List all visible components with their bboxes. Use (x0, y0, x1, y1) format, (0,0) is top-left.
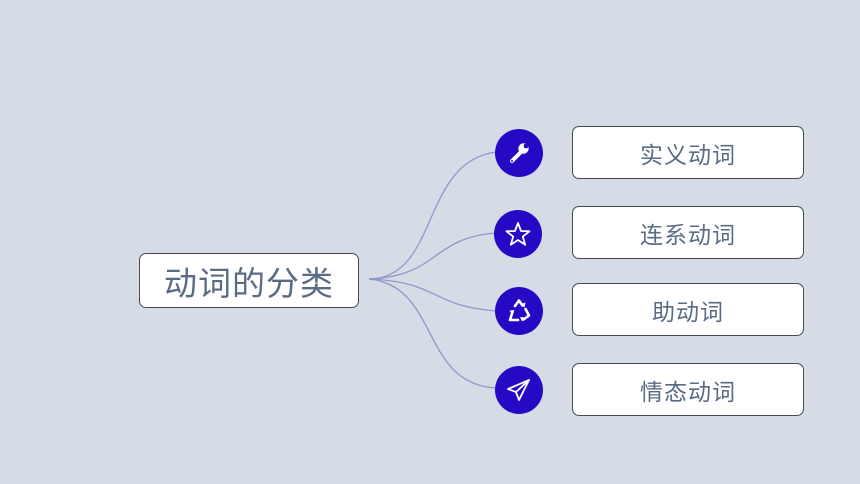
branch-icon-circle-4 (495, 366, 543, 414)
branch-node-3: 助动词 (572, 283, 804, 336)
branch-node-1: 实义动词 (572, 126, 804, 179)
branch-node-1-label: 实义动词 (640, 142, 736, 169)
branch-node-2: 连系动词 (572, 206, 804, 259)
branch-node-3-label: 助动词 (652, 299, 724, 326)
connector-line-3 (368, 278, 497, 312)
paper-plane-icon (507, 379, 530, 401)
connector-line-4 (368, 278, 497, 389)
recycle-icon (508, 299, 531, 322)
branch-node-2-label: 连系动词 (640, 222, 736, 249)
branch-icon-circle-1 (495, 129, 543, 177)
connector-line-1 (368, 151, 497, 280)
star-icon (505, 222, 531, 246)
wrench-icon (510, 143, 529, 163)
root-node-label: 动词的分类 (164, 263, 334, 303)
branch-icon-circle-3 (495, 287, 543, 335)
root-node: 动词的分类 (139, 253, 359, 308)
branch-icon-circle-2 (494, 210, 542, 258)
branch-node-4: 情态动词 (572, 363, 804, 416)
branch-node-4-label: 情态动词 (640, 379, 736, 406)
connector-line-2 (368, 232, 497, 280)
